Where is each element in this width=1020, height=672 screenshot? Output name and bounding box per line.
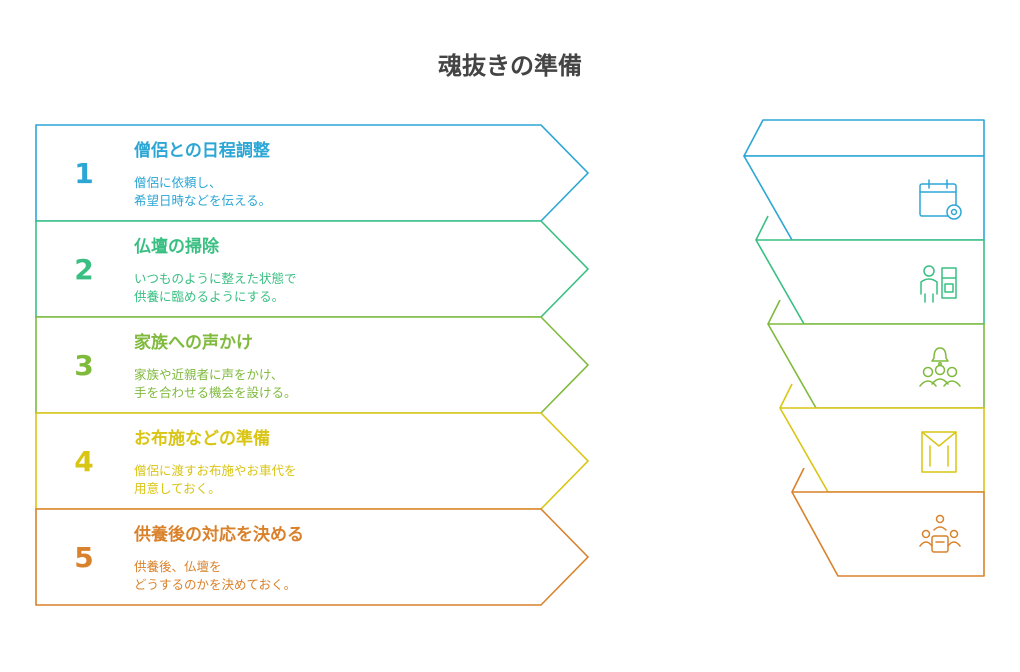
step-heading: 仏壇の掃除 <box>134 236 220 257</box>
ribbon-segment-1 <box>743 119 985 241</box>
ribbon-segment-3 <box>767 323 985 409</box>
ribbon-fold-top <box>743 119 985 157</box>
envelope-icon <box>921 431 957 473</box>
step-description-line: 希望日時などを伝える。 <box>134 193 271 208</box>
step-description-line: 手を合わせる機会を設ける。 <box>134 385 297 400</box>
ribbon-face <box>779 407 985 493</box>
step-arrow-shape <box>35 316 590 414</box>
step-description-line: 僧侶に依頼し、 <box>134 175 222 190</box>
family-bell-icon <box>919 347 961 387</box>
ribbon-fold-edge <box>767 299 781 325</box>
ribbon-fold-edge <box>791 467 805 493</box>
step-heading: お布施などの準備 <box>134 428 270 449</box>
ribbon-segment-4 <box>779 407 985 493</box>
step-description-line: いつものように整えた状態で <box>134 271 297 286</box>
ribbon-fold-edge <box>755 215 769 241</box>
step-heading: 供養後の対応を決める <box>133 524 304 545</box>
calendar-gear-icon <box>919 179 962 220</box>
ribbon-fold-edge <box>779 383 793 409</box>
step-arrow-shape <box>35 220 590 318</box>
ribbon-face <box>767 323 985 409</box>
step-description-line: どうするのかを決めておく。 <box>134 577 296 592</box>
step-arrow-shape <box>35 508 590 606</box>
step-number: 3 <box>74 349 93 382</box>
step-description-line: 家族や近親者に声をかけ、 <box>134 367 283 382</box>
ribbon-segment-2 <box>755 239 985 325</box>
step-number: 4 <box>74 445 93 478</box>
step-arrow-shape <box>35 412 590 510</box>
step-description-line: 供養に臨めるようにする。 <box>134 289 284 304</box>
diagram-title: 魂抜きの準備 <box>438 52 582 80</box>
step-arrow-shape <box>35 124 590 222</box>
step-number: 5 <box>74 541 93 574</box>
step-heading: 家族への声かけ <box>134 332 253 353</box>
ribbon-face <box>755 239 985 325</box>
step-heading: 僧侶との日程調整 <box>134 140 270 161</box>
ribbon-face <box>791 491 985 577</box>
ribbon-segment-5 <box>791 491 985 577</box>
folded-ribbon <box>743 119 985 577</box>
step-number: 1 <box>74 157 93 190</box>
step-number: 2 <box>74 253 93 286</box>
ribbon-face <box>743 155 985 241</box>
step-description-line: 用意しておく。 <box>134 481 221 496</box>
person-cleaning-altar-icon <box>920 265 957 303</box>
meeting-table-icon <box>919 514 961 553</box>
step-description-line: 僧侶に渡すお布施やお車代を <box>134 463 297 478</box>
step-description-line: 供養後、仏壇を <box>134 559 222 574</box>
